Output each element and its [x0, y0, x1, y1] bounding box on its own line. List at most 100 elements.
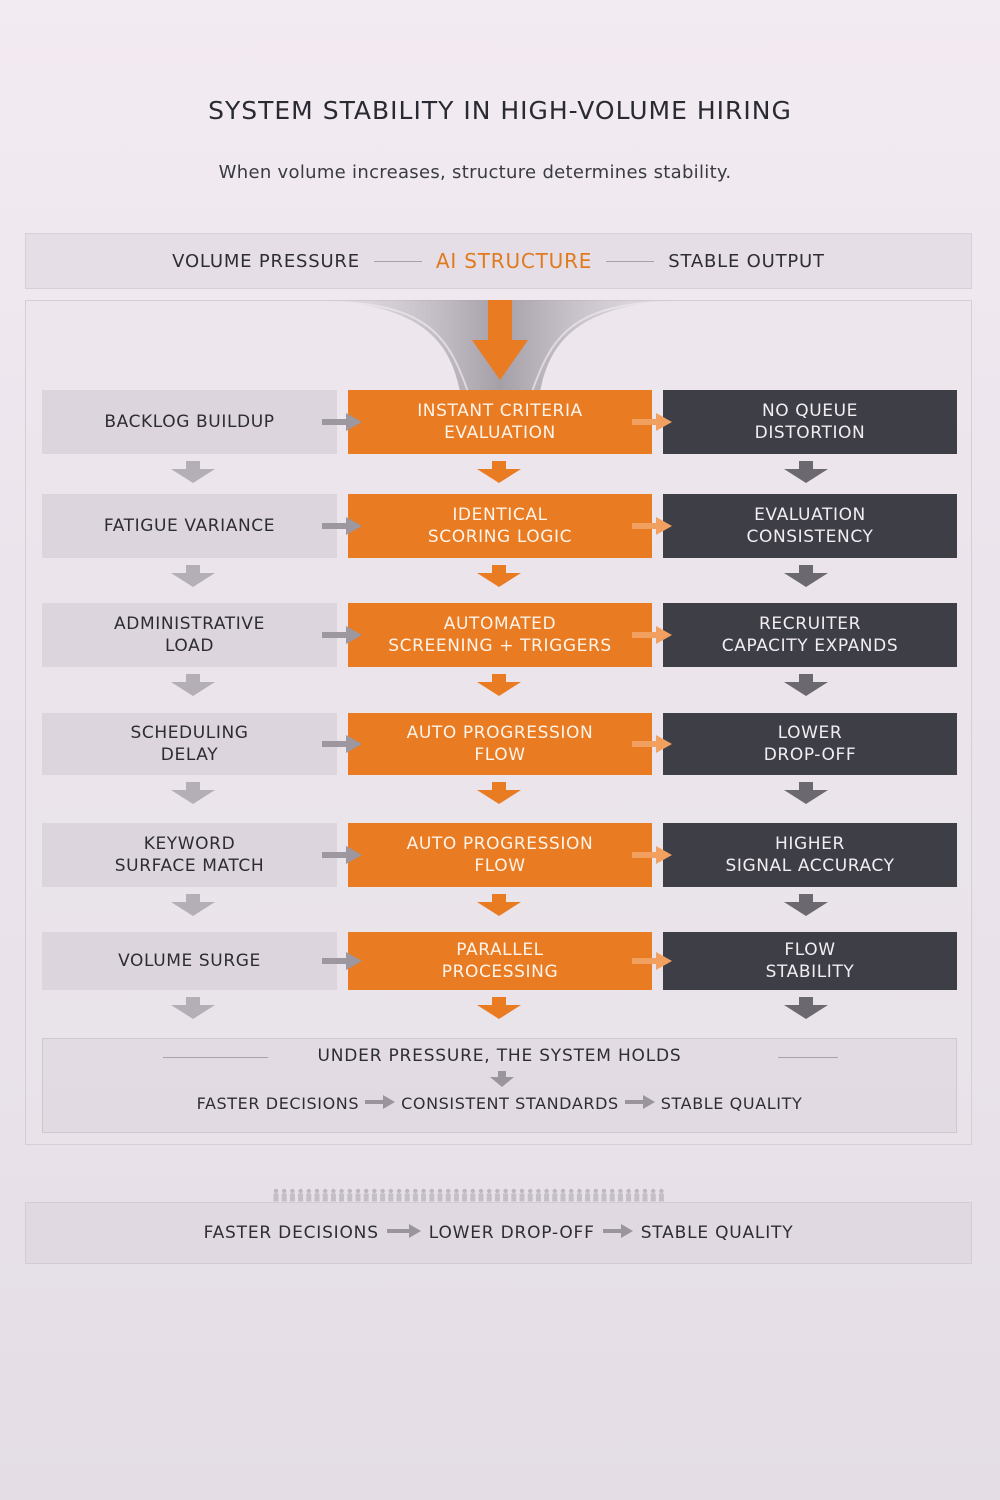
page-title: SYSTEM STABILITY IN HIGH-VOLUME HIRING — [208, 96, 792, 125]
funnel-arrow-icon — [300, 300, 700, 392]
summary-rule-right — [778, 1057, 838, 1058]
right-arrow-icon — [602, 1223, 633, 1243]
right-arrow-icon — [632, 413, 672, 431]
output-cell-line: FLOW — [784, 939, 836, 960]
summary-step-1: FASTER DECISIONS — [196, 1094, 360, 1113]
output-cell-line: DISTORTION — [754, 423, 866, 443]
down-arrow-icon — [171, 565, 215, 587]
output-cell-line: EVALUATION — [754, 504, 866, 525]
header-volume-pressure: VOLUME PRESSURE — [172, 250, 360, 272]
header-ai-structure: AI STRUCTURE — [435, 249, 593, 273]
right-arrow-icon — [632, 626, 672, 644]
footer-step-3: STABLE QUALITY — [640, 1223, 794, 1243]
pressure-cell: BACKLOG BUILDUP — [42, 390, 337, 454]
page-subtitle: When volume increases, structure determi… — [218, 162, 732, 183]
footer-step-2: LOWER DROP-OFF — [428, 1223, 595, 1243]
output-cell-line: LOWER — [777, 722, 843, 743]
pressure-cell-line: VOLUME SURGE — [118, 950, 261, 971]
summary-box: UNDER PRESSURE, THE SYSTEM HOLDS FASTER … — [42, 1038, 957, 1133]
structure-cell-line: SCREENING + TRIGGERS — [388, 636, 612, 656]
right-arrow-icon — [632, 952, 672, 970]
pressure-cell-line: KEYWORD — [143, 833, 236, 854]
down-arrow-icon — [784, 997, 828, 1019]
down-arrow-icon — [784, 461, 828, 483]
structure-cell-line: PROCESSING — [441, 962, 559, 982]
down-arrow-icon — [171, 461, 215, 483]
summary-step-2: CONSISTENT STANDARDS — [401, 1094, 619, 1113]
footer-flow-bar: FASTER DECISIONS LOWER DROP-OFF STABLE Q… — [25, 1202, 972, 1264]
output-cell-line: CONSISTENCY — [746, 527, 874, 547]
down-arrow-icon — [490, 1071, 514, 1087]
structure-cell-line: EVALUATION — [444, 423, 556, 443]
down-arrow-icon — [171, 782, 215, 804]
down-arrow-icon — [784, 894, 828, 916]
structure-cell-line: AUTO PROGRESSION — [406, 833, 594, 854]
right-arrow-icon — [386, 1223, 421, 1243]
down-arrow-icon — [477, 565, 521, 587]
summary-rule-left — [163, 1057, 268, 1058]
down-arrow-icon — [171, 997, 215, 1019]
down-arrow-icon — [477, 782, 521, 804]
structure-cell-line: AUTO PROGRESSION — [406, 722, 594, 743]
down-arrow-icon — [477, 997, 521, 1019]
header-divider — [606, 260, 655, 262]
header-stable-output: STABLE OUTPUT — [668, 250, 825, 272]
right-arrow-icon — [322, 626, 362, 644]
down-arrow-icon — [171, 674, 215, 696]
summary-step-3: STABLE QUALITY — [660, 1094, 803, 1113]
right-arrow-icon — [322, 846, 362, 864]
structure-cell-line: FLOW — [474, 745, 526, 765]
pressure-cell-line: SCHEDULING — [130, 722, 249, 743]
structure-cell-line: INSTANT CRITERIA — [417, 400, 583, 421]
down-arrow-icon — [477, 461, 521, 483]
down-arrow-icon — [784, 782, 828, 804]
structure-cell-line: SCORING LOGIC — [427, 527, 573, 547]
right-arrow-icon — [632, 735, 672, 753]
summary-flow: FASTER DECISIONS CONSISTENT STANDARDS ST… — [43, 1094, 956, 1113]
pressure-cell-line: FATIGUE VARIANCE — [103, 515, 276, 536]
output-cell-line: RECRUITER — [758, 613, 862, 634]
pressure-cell-line: BACKLOG BUILDUP — [104, 411, 275, 432]
pressure-cell: VOLUME SURGE — [42, 932, 337, 990]
down-arrow-icon — [477, 674, 521, 696]
right-arrow-icon — [322, 517, 362, 535]
down-arrow-icon — [784, 565, 828, 587]
output-cell-line: SIGNAL ACCURACY — [725, 856, 895, 876]
right-arrow-icon — [322, 735, 362, 753]
pressure-cell-line: SURFACE MATCH — [114, 856, 265, 876]
output-cell-line: DROP-OFF — [763, 745, 857, 765]
output-cell-line: HIGHER — [775, 833, 845, 854]
output-cell-line: STABILITY — [765, 962, 855, 982]
right-arrow-icon — [365, 1094, 396, 1113]
right-arrow-icon — [632, 846, 672, 864]
output-cell-line: NO QUEUE — [761, 400, 859, 421]
structure-cell-line: AUTOMATED — [443, 613, 557, 634]
down-arrow-icon — [171, 894, 215, 916]
pressure-cell-line: LOAD — [164, 636, 215, 656]
right-arrow-icon — [632, 517, 672, 535]
down-arrow-icon — [784, 674, 828, 696]
pressure-cell-line: DELAY — [160, 745, 219, 765]
header-divider — [373, 260, 422, 262]
right-arrow-icon — [322, 413, 362, 431]
structure-cell-line: PARALLEL — [456, 939, 544, 960]
